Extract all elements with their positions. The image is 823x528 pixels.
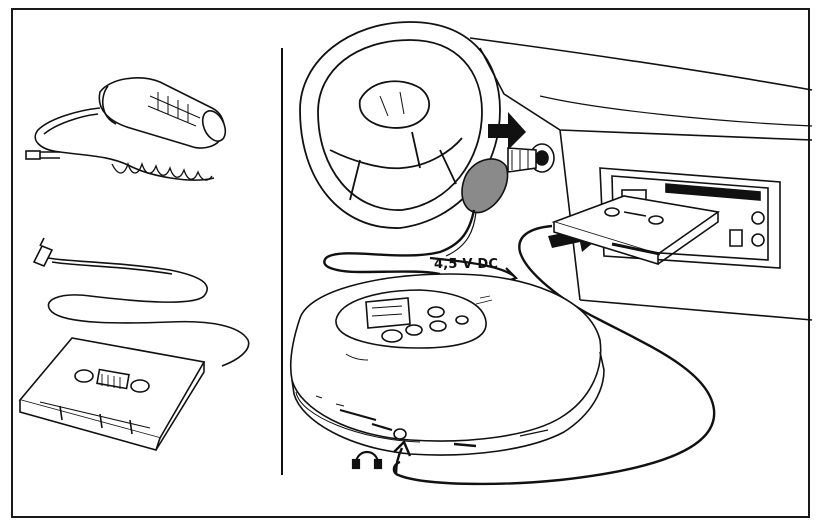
car-power-adapter-icon [25,77,227,181]
dashboard [469,37,813,321]
arrow-icon [488,112,526,150]
steering-wheel-icon [299,21,501,229]
cd-player-icon [289,273,605,456]
cassette-adapter-icon [551,195,721,266]
car-power-adapter-icon [461,143,555,214]
arrow-icon [393,439,412,475]
cassette-adapter-icon [18,237,250,451]
power-cable [323,209,477,276]
voltage-label: 4,5 V DC [434,257,499,272]
headphones-icon [351,450,383,470]
